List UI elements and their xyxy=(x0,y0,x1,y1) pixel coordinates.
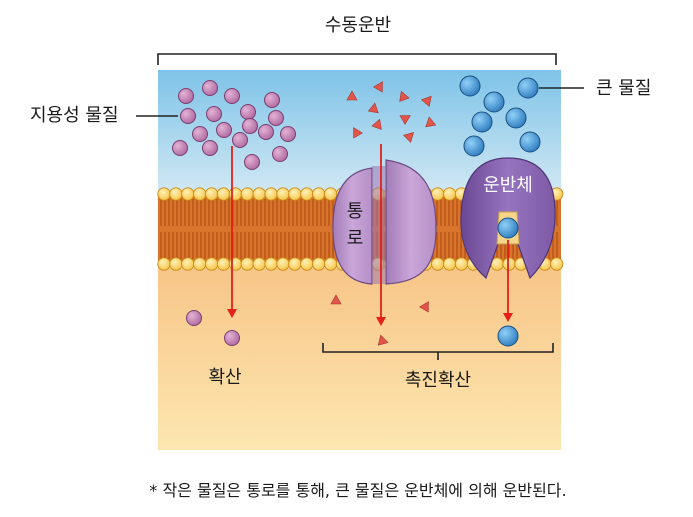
lipid-head xyxy=(288,187,302,201)
lipid-soluble-label: 지용성 물질 xyxy=(30,105,119,126)
lipid-soluble-molecule xyxy=(186,310,202,326)
small-molecule xyxy=(353,127,363,139)
lipid-soluble-molecule xyxy=(180,108,196,124)
facilitated-diffusion-label: 촉진확산 xyxy=(405,370,471,391)
channel-protein: 통 로 xyxy=(332,159,437,285)
lipid-head xyxy=(454,257,469,271)
lipid-head xyxy=(550,257,564,271)
large-molecule xyxy=(505,107,527,129)
intracellular-region xyxy=(158,268,561,450)
lipid-head xyxy=(169,187,183,201)
lipid-soluble-molecule xyxy=(280,126,296,142)
lipid-head xyxy=(252,187,266,201)
large-molecule xyxy=(483,91,505,113)
lipid-soluble-molecule xyxy=(272,146,288,162)
large-molecule xyxy=(517,77,539,99)
lipid-soluble-molecule xyxy=(224,330,240,346)
lipid-head xyxy=(169,257,183,271)
carrier-label: 운반체 xyxy=(483,175,533,196)
large-molecule xyxy=(497,217,519,239)
lipid-head xyxy=(264,257,278,271)
lipid-head xyxy=(228,257,243,271)
lipid-head xyxy=(193,187,207,201)
diffusion-arrow-head xyxy=(227,309,237,318)
lipid-head xyxy=(193,257,207,271)
small-molecule xyxy=(403,132,414,143)
lipid-head xyxy=(502,257,516,271)
lipid-soluble-molecule xyxy=(258,124,274,140)
diffusion-label: 확산 xyxy=(208,367,241,388)
lipid-head xyxy=(300,257,314,271)
lipid-head xyxy=(276,257,290,271)
lipid-head xyxy=(442,257,457,271)
small-molecule xyxy=(330,294,342,305)
lipid-head xyxy=(216,187,231,201)
lipid-soluble-molecule xyxy=(244,154,260,170)
lipid-head xyxy=(240,257,254,271)
small-molecule xyxy=(399,90,410,102)
small-molecule xyxy=(419,301,429,313)
lipid-soluble-molecule xyxy=(172,140,188,156)
passive-transport-title: 수동운반 xyxy=(325,15,391,36)
facilitated-diffusion-bracket xyxy=(322,343,554,360)
small-molecule xyxy=(346,90,358,101)
small-molecule xyxy=(367,102,379,114)
small-molecule xyxy=(399,115,411,125)
lipid-soluble-molecule xyxy=(264,92,280,108)
lipid-head xyxy=(204,187,219,201)
lipid-head xyxy=(204,257,219,271)
lipid-head xyxy=(312,187,326,201)
small-molecule xyxy=(377,334,389,346)
lipid-head xyxy=(442,187,457,201)
carrier-arrow-head xyxy=(503,313,513,322)
lipid-head xyxy=(264,187,278,201)
channel-arrow-head xyxy=(376,317,386,326)
large-molecule xyxy=(463,135,485,157)
lipid-soluble-molecule xyxy=(178,88,194,104)
lipid-head xyxy=(431,187,445,201)
small-molecule xyxy=(373,81,383,93)
large-molecule xyxy=(459,75,481,97)
lipid-head xyxy=(228,187,243,201)
lipid-head xyxy=(312,257,326,271)
small-molecule xyxy=(425,116,437,128)
large-substance-label: 큰 물질 xyxy=(596,78,651,99)
lipid-head xyxy=(252,257,266,271)
lipid-soluble-molecule xyxy=(202,140,218,156)
lipid-head xyxy=(240,187,254,201)
lipid-head xyxy=(276,187,290,201)
lipid-head xyxy=(323,257,338,271)
caption: * 작은 물질은 통로를 통해, 큰 물질은 운반체에 의해 운반된다. xyxy=(149,481,566,500)
lipid-head xyxy=(157,257,171,271)
large-molecule xyxy=(471,111,493,133)
lipid-soluble-molecule xyxy=(202,80,218,96)
channel-label-1: 통 xyxy=(347,201,364,222)
small-molecule xyxy=(421,95,432,107)
large-molecule xyxy=(497,325,519,347)
lipid-head xyxy=(288,257,302,271)
molecules xyxy=(172,75,541,347)
lipid-soluble-molecule xyxy=(242,118,258,134)
lipid-soluble-molecule xyxy=(240,104,256,120)
passive-transport-bracket xyxy=(157,53,557,65)
lipid-soluble-molecule xyxy=(232,132,248,148)
lipid-head xyxy=(323,187,338,201)
lipid-head xyxy=(181,257,195,271)
lipid-soluble-molecule xyxy=(216,122,232,138)
lipid-head xyxy=(181,187,195,201)
large-molecule xyxy=(519,131,541,153)
lipid-head xyxy=(300,187,314,201)
transport-arrows xyxy=(227,144,513,326)
lipid-head xyxy=(157,187,171,201)
lipid-soluble-molecule xyxy=(206,106,222,122)
lipid-head xyxy=(431,257,445,271)
small-molecule xyxy=(371,118,382,130)
lipid-soluble-molecule xyxy=(192,126,208,142)
lipid-soluble-molecule xyxy=(268,110,284,126)
lipid-head xyxy=(216,257,231,271)
channel-label-2: 로 xyxy=(347,228,364,249)
lipid-soluble-molecule xyxy=(224,88,240,104)
